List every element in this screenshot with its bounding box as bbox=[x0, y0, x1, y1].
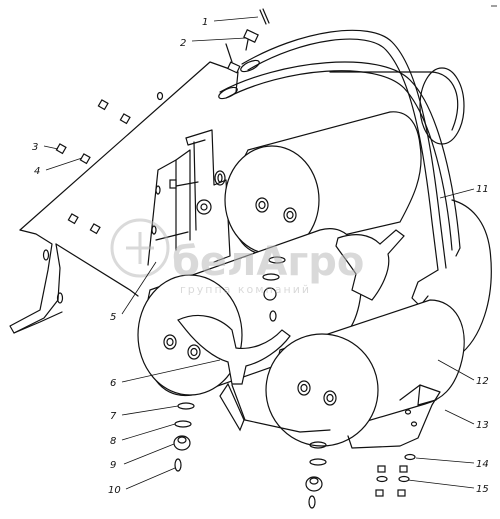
bolt-2 bbox=[225, 29, 259, 74]
callout-2: 2 bbox=[180, 38, 186, 49]
callout-9: 9 bbox=[110, 460, 116, 471]
callout-1: 1 bbox=[202, 17, 208, 28]
base-frame bbox=[231, 384, 441, 449]
drain-valve-left-set bbox=[173, 402, 195, 472]
callout-3: 3 bbox=[32, 142, 38, 153]
callout-8: 8 bbox=[110, 436, 116, 447]
tank-cradles bbox=[177, 229, 405, 432]
receiver-tank-large bbox=[329, 67, 492, 371]
callout-12: 12 bbox=[476, 376, 489, 387]
callout-13: 13 bbox=[476, 420, 489, 431]
callout-5: 5 bbox=[110, 312, 116, 323]
watermark-tagline: группа компаний bbox=[180, 283, 311, 296]
watermark-brand: белАгро bbox=[172, 239, 364, 285]
callout-4: 4 bbox=[34, 166, 40, 177]
plate-nuts bbox=[55, 99, 131, 235]
leader-lines bbox=[43, 16, 475, 490]
callout-7: 7 bbox=[110, 411, 117, 422]
callout-14: 14 bbox=[476, 459, 489, 470]
bolt-1 bbox=[259, 8, 270, 25]
washers-nuts-set bbox=[375, 453, 416, 497]
receiver-tank-lower bbox=[265, 299, 465, 447]
watermark-logo bbox=[110, 218, 170, 278]
callout-11: 11 bbox=[476, 184, 489, 195]
callout-10: 10 bbox=[108, 485, 121, 496]
drain-valve-right-set bbox=[305, 441, 327, 509]
receiver-tank-upper bbox=[214, 111, 422, 255]
callout-15-bottom: 15 bbox=[476, 484, 489, 495]
drain-valve-upper-set bbox=[262, 256, 286, 322]
callout-6: 6 bbox=[110, 378, 116, 389]
